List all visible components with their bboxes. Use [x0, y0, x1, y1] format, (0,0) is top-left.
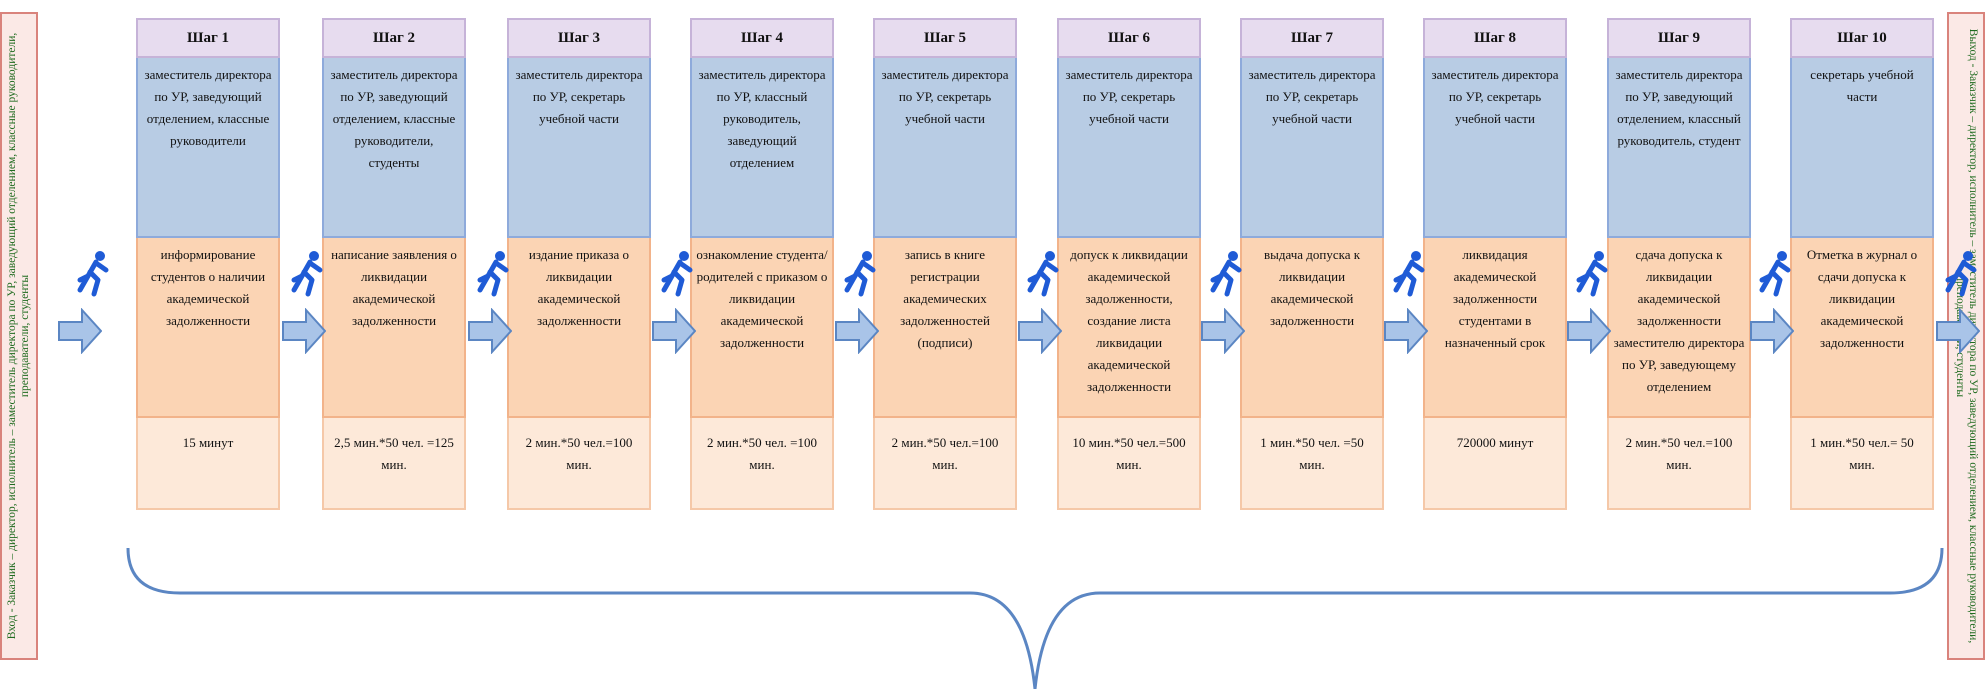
step-action: ознакомление студента/родителей с приказ… [690, 238, 834, 418]
step-action: сдача допуска к ликвидации академической… [1607, 238, 1751, 418]
flow-arrow-icon [1750, 308, 1794, 354]
step-time: 2 мин.*50 чел.=100 мин. [873, 418, 1017, 510]
step-roles: заместитель директора по УР, секретарь у… [1240, 58, 1384, 238]
flow-arrow-icon [1936, 308, 1980, 354]
step-header: Шаг 3 [507, 18, 651, 58]
step-action: написание заявления о ликвидации академи… [322, 238, 466, 418]
runner-icon [661, 251, 693, 297]
summary-brace [126, 548, 1944, 689]
runner-icon [1576, 251, 1608, 297]
step-time: 720000 минут [1423, 418, 1567, 510]
runner-icon [1945, 251, 1977, 297]
step-header: Шаг 10 [1790, 18, 1934, 58]
step-roles: заместитель директора по УР, секретарь у… [1057, 58, 1201, 238]
step-time: 2,5 мин.*50 чел. =125 мин. [322, 418, 466, 510]
step-roles: заместитель директора по УР, заведующий … [136, 58, 280, 238]
flow-arrow-icon [1018, 308, 1062, 354]
step-roles: секретарь учебной части [1790, 58, 1934, 238]
step-time: 2 мин.*50 чел.=100 мин. [1607, 418, 1751, 510]
step-action: издание приказа о ликвидации академическ… [507, 238, 651, 418]
step-time: 2 мин.*50 чел.=100 мин. [507, 418, 651, 510]
flow-arrow-icon [1384, 308, 1428, 354]
input-label: Вход - Заказчик – директор, исполнитель … [6, 32, 31, 640]
flow-arrow-icon [1567, 308, 1611, 354]
step-time: 15 минут [136, 418, 280, 510]
flow-arrow-icon [1201, 308, 1245, 354]
step-action: ликвидация академической задолженности с… [1423, 238, 1567, 418]
runner-icon [1210, 251, 1242, 297]
flow-arrow-icon [58, 308, 102, 354]
step-header: Шаг 7 [1240, 18, 1384, 58]
step-roles: заместитель директора по УР, классный ру… [690, 58, 834, 238]
flow-arrow-icon [652, 308, 696, 354]
step-time: 1 мин.*50 чел.= 50 мин. [1790, 418, 1934, 510]
step-header: Шаг 1 [136, 18, 280, 58]
step-roles: заместитель директора по УР, заведующий … [322, 58, 466, 238]
runner-icon [844, 251, 876, 297]
step-time: 10 мин.*50 чел.=500 мин. [1057, 418, 1201, 510]
step-roles: заместитель директора по УР, секретарь у… [873, 58, 1017, 238]
step-header: Шаг 2 [322, 18, 466, 58]
step-time: 1 мин.*50 чел. =50 мин. [1240, 418, 1384, 510]
step-roles: заместитель директора по УР, секретарь у… [1423, 58, 1567, 238]
step-header: Шаг 6 [1057, 18, 1201, 58]
step-action: Отметка в журнал о сдачи допуска к ликви… [1790, 238, 1934, 418]
flow-arrow-icon [468, 308, 512, 354]
flow-arrow-icon [835, 308, 879, 354]
step-header: Шаг 5 [873, 18, 1017, 58]
step-action: допуск к ликвидации академической задолж… [1057, 238, 1201, 418]
step-header: Шаг 9 [1607, 18, 1751, 58]
runner-icon [1759, 251, 1791, 297]
runner-icon [477, 251, 509, 297]
step-roles: заместитель директора по УР, секретарь у… [507, 58, 651, 238]
runner-icon [1393, 251, 1425, 297]
input-box: Вход - Заказчик – директор, исполнитель … [0, 12, 38, 660]
step-header: Шаг 4 [690, 18, 834, 58]
step-action: запись в книге регистрации академических… [873, 238, 1017, 418]
runner-icon [291, 251, 323, 297]
step-header: Шаг 8 [1423, 18, 1567, 58]
runner-icon [77, 251, 109, 297]
flow-arrow-icon [282, 308, 326, 354]
step-action: выдача допуска к ликвидации академическо… [1240, 238, 1384, 418]
step-time: 2 мин.*50 чел. =100 мин. [690, 418, 834, 510]
step-roles: заместитель директора по УР, заведующий … [1607, 58, 1751, 238]
runner-icon [1027, 251, 1059, 297]
step-action: информирование студентов о наличии акаде… [136, 238, 280, 418]
